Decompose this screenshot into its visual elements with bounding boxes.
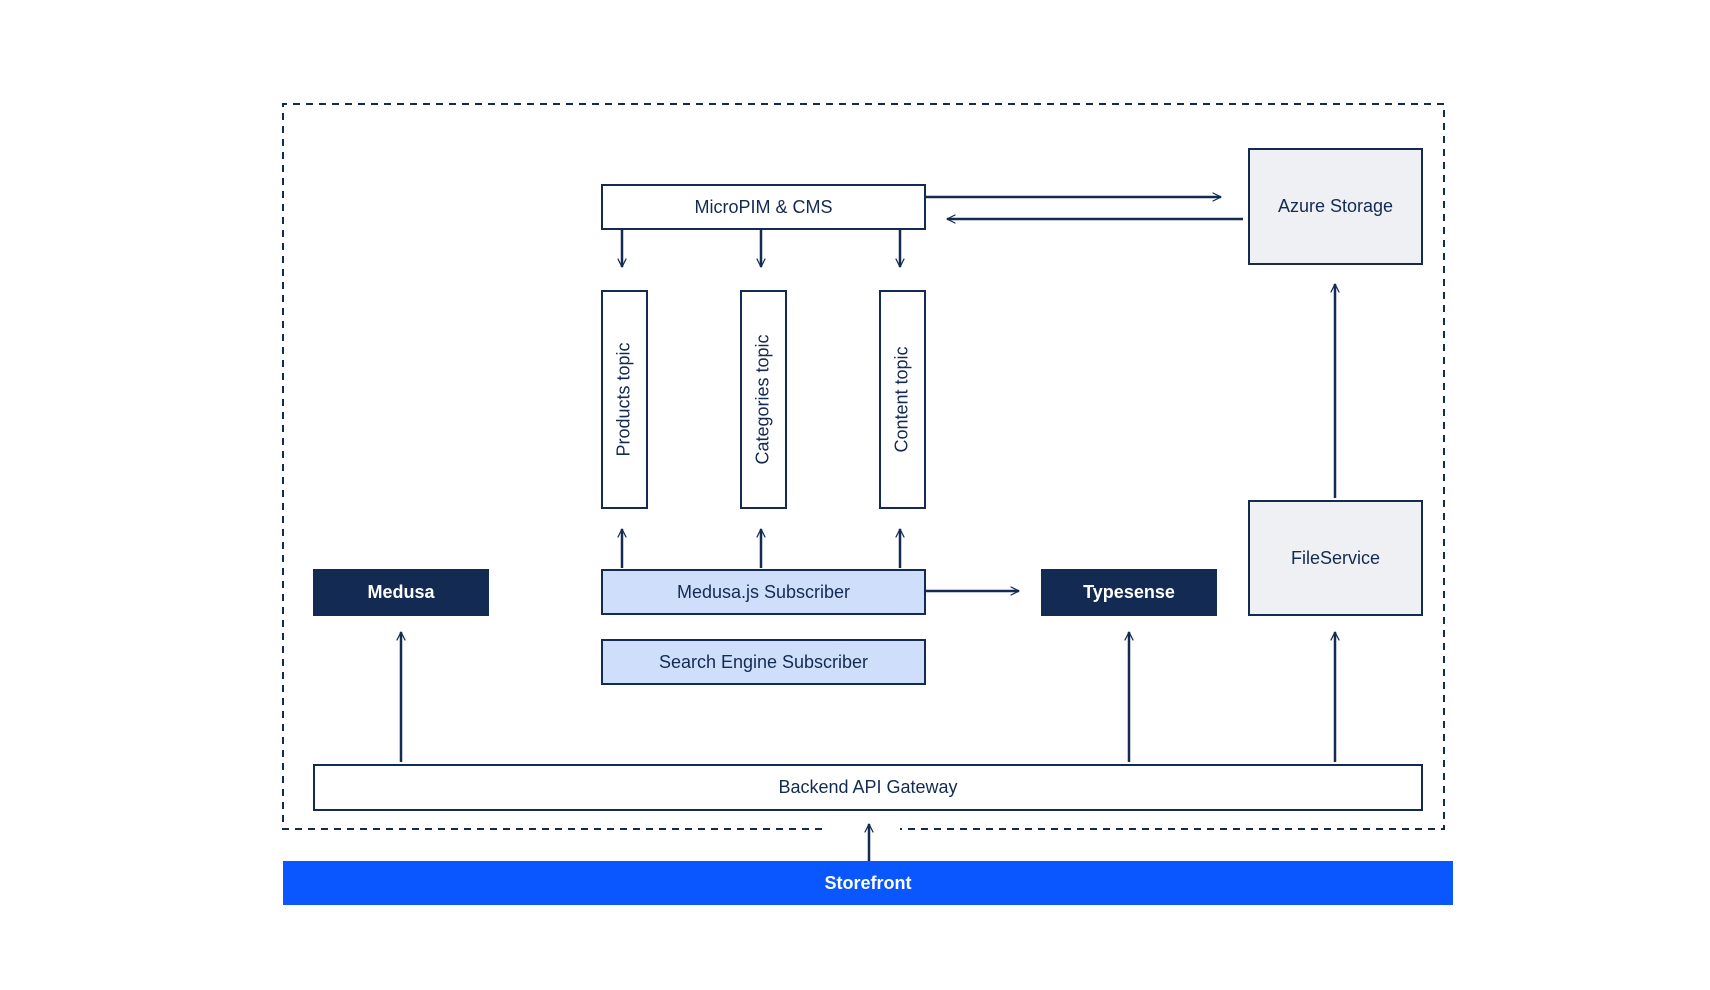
typesense-node: Typesense (1041, 569, 1217, 616)
search-engine-subscriber-node: Search Engine Subscriber (601, 639, 926, 685)
azure-storage-node: Azure Storage (1248, 148, 1423, 265)
medusa-subscriber-node: Medusa.js Subscriber (601, 569, 926, 615)
system-boundary (282, 103, 1445, 830)
content-topic-node: Content topic (879, 290, 926, 509)
fileservice-node: FileService (1248, 500, 1423, 616)
categories-topic-node: Categories topic (740, 290, 787, 509)
medusa-node: Medusa (313, 569, 489, 616)
storefront-node: Storefront (283, 861, 1453, 905)
micropim-cms-node: MicroPIM & CMS (601, 184, 926, 230)
products-topic-node: Products topic (601, 290, 648, 509)
products-topic-label: Products topic (614, 342, 634, 457)
content-topic-label: Content topic (892, 346, 913, 453)
categories-topic-label: Categories topic (753, 334, 774, 465)
backend-api-gateway-node: Backend API Gateway (313, 764, 1423, 811)
